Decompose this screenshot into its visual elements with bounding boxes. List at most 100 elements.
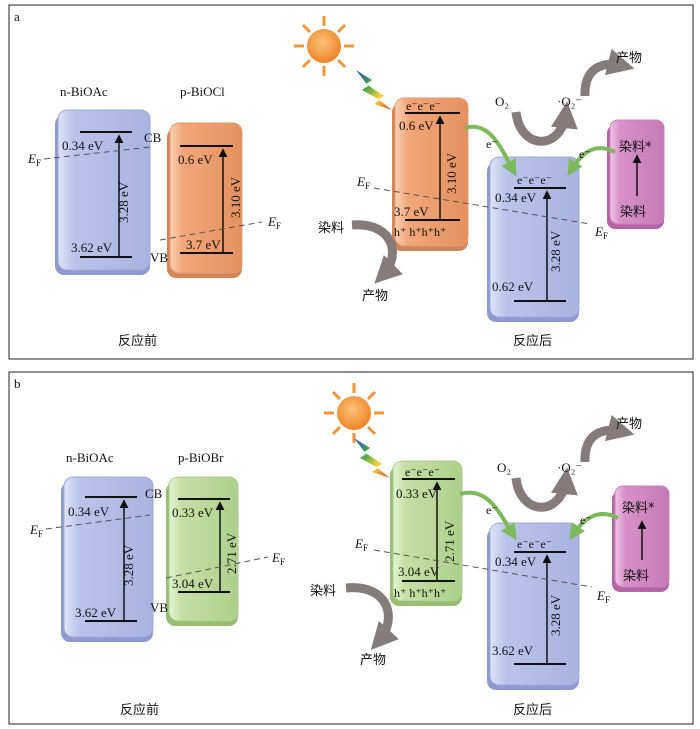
after-fermi-level [373,549,593,588]
after-ef-left: EF [354,536,368,553]
p-gap-value: 3.10 eV [228,176,243,218]
ef-p-label: EF [271,550,285,567]
after-p-vb-value: 3.04 eV [398,564,440,579]
p-cb-value: 0.6 eV [178,152,213,167]
panel-letter: b [14,376,21,391]
panel-letter: a [14,9,20,24]
dye-excited-label: 染料* [619,140,652,155]
dye-ground-label: 染料 [623,569,649,584]
e-right-label: e⁻ [580,513,592,527]
p-name: p-BiOCl [180,84,225,99]
light-bolt-icon [356,70,392,110]
after-n-electrons: e⁻e⁻e⁻ [517,173,552,187]
product-arrow-top [580,414,635,463]
caption-before: 反应前 [120,702,159,718]
product-left-label: 产物 [360,653,386,668]
dye-degradation-arrow [345,583,399,650]
dye-left-label: 染料 [310,584,336,599]
after-n-electrons: e⁻e⁻e⁻ [517,537,552,551]
n-bioac-block [61,476,154,642]
after-p-block [390,460,463,606]
after-n-gap-value: 3.28 eV [548,230,563,272]
p-vb-value: 3.7 eV [186,237,221,252]
after-p-vb-value: 3.7 eV [394,204,429,219]
o2-label: O₂ [497,460,511,475]
product-left-label: 产物 [362,289,388,304]
o2-reduction-arrow [511,467,578,512]
p-fermi-level [159,221,263,241]
after-p-gap-value: 2.71 eV [442,520,457,562]
p-name: p-BiOBr [178,450,224,465]
light-bolt-icon [354,438,390,478]
product-top-label: 产物 [616,51,642,66]
caption-after: 反应后 [513,702,552,718]
dye-left-label: 染料 [318,221,344,236]
superoxide-label: ·O₂⁻ [557,94,582,109]
after-ef-right: EF [596,588,610,605]
dye-degradation-arrow [351,220,403,284]
after-n-cb-value: 0.34 eV [495,554,537,569]
cb-label: CB [144,130,162,145]
n-cb-value: 0.34 eV [62,138,104,153]
after-p-block [392,97,469,251]
after-p-electrons: e⁻e⁻e⁻ [405,465,440,479]
after-n-cb-value: 0.34 eV [495,190,537,205]
dye-ground-label: 染料 [620,205,646,220]
n-vb-value: 3.62 eV [75,605,117,620]
sun-icon [324,383,384,443]
p-vb-value: 3.04 eV [172,576,214,591]
after-ef-left: EF [356,174,370,191]
caption-before: 反应前 [118,333,157,349]
n-fermi-level [43,146,151,160]
panel-b: b n-BiOAc 0.34 eV 3.62 eV 3.28 eV p-BiOB… [8,371,694,725]
after-n-vb-value: 3.62 eV [492,643,534,658]
ef-n-label: EF [27,151,41,168]
ef-n-label: EF [29,522,43,539]
p-gap-value: 2.71 eV [224,532,239,574]
o2-reduction-arrow [511,101,578,146]
after-n-block [487,156,580,322]
superoxide-label: ·O₂⁻ [557,460,582,475]
n-name: n-BiOAc [60,84,108,99]
n-cb-value: 0.34 eV [68,504,110,519]
n-vb-value: 3.62 eV [71,240,113,255]
e-left-label: e⁻ [486,503,498,517]
cb-label: CB [145,486,163,501]
after-n-gap-value: 3.28 eV [548,594,563,636]
sun-icon [294,16,354,76]
n-fermi-level [45,514,151,530]
electron-transfer-arrow-right [569,512,619,540]
product-top-label: 产物 [616,417,642,432]
p-cb-value: 0.33 eV [172,505,214,520]
product-arrow-top [580,48,635,97]
vb-label: VB [150,250,168,265]
n-name: n-BiOAc [66,450,114,465]
n-gap-value: 3.28 eV [116,181,131,223]
after-p-cb-value: 0.6 eV [399,118,434,133]
after-p-holes: h⁺ h⁺h⁺h⁺ [394,225,446,239]
after-fermi-level [373,187,591,225]
p-fermi-level [165,556,269,579]
e-right-label: e⁻ [579,147,591,161]
after-p-holes: h⁺ h⁺h⁺h⁺ [394,586,446,600]
after-n-block [487,522,580,690]
after-ef-right: EF [594,224,608,241]
panel-a: a n-BiOAc 0.34 eV 3.62 eV 3.28 eV p-BiOC… [8,4,694,360]
electron-transfer-arrow-left [464,124,517,177]
after-p-cb-value: 0.33 eV [396,486,438,501]
e-left-label: e⁻ [486,137,498,151]
o2-label: O₂ [495,94,509,109]
after-n-vb-value: 0.62 eV [492,279,534,294]
caption-after: 反应后 [513,333,552,349]
after-p-gap-value: 3.10 eV [444,152,459,194]
electron-transfer-arrow-right [567,146,616,177]
ef-p-label: EF [267,214,281,231]
dye-block [612,485,670,592]
vb-label: VB [150,600,168,615]
n-gap-value: 3.28 eV [121,544,136,586]
electron-transfer-arrow-left [459,490,517,541]
after-p-electrons: e⁻e⁻e⁻ [406,99,441,113]
dye-excited-label: 染料* [622,501,655,516]
